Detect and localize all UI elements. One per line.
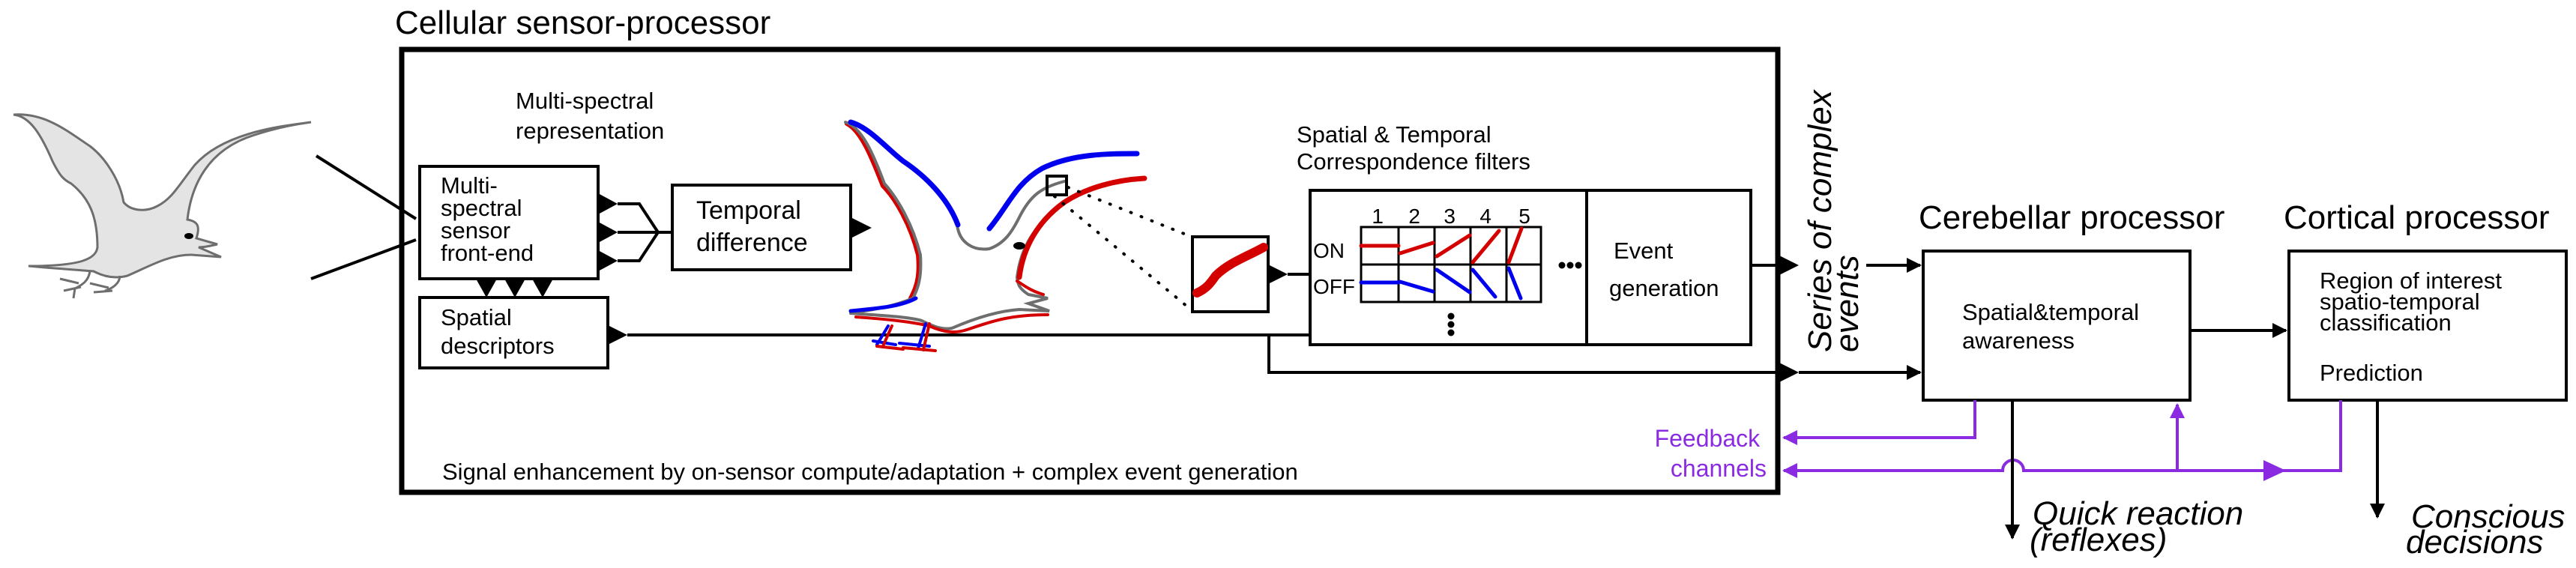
cerebellar-title: Cerebellar processor — [1919, 199, 2224, 236]
off-filter-marks — [1359, 266, 1523, 300]
spatial-bypass-line — [1267, 335, 1782, 374]
quick-reaction-label: Quick reaction (reflexes) — [2030, 495, 2252, 558]
svg-text:1 2 3 4: 1 2 3 4 5 — [1372, 205, 1530, 228]
feedback-lower-mid-arrowhead — [2263, 460, 2286, 481]
series-of-complex-events-label: Series of complex events — [1802, 81, 1865, 352]
svg-text:Multi- spectral se: Multi- spectral sensor front-end — [441, 172, 534, 266]
cerebellar-processor-box: Spatial&temporal awareness — [1922, 250, 2192, 402]
filter-col-label: 4 — [1479, 205, 1491, 228]
zoom-region-marker — [1046, 175, 1068, 196]
filter-row-label-on: ON — [1313, 239, 1345, 262]
spatial-descriptors-box: Spatial descriptors — [418, 296, 627, 369]
filter-grid: 1 2 3 4 5 ON OFF — [1313, 205, 1582, 336]
edge-map-bird-icon — [844, 119, 1147, 352]
svg-text:ON OFF: ON OFF — [1313, 239, 1355, 298]
filter-col-label: 2 — [1408, 205, 1420, 228]
correspondence-filters-box — [1309, 189, 1752, 346]
feedback-upper-arrow — [1782, 400, 1976, 445]
svg-text:Region of interest spati: Region of interest spatio-temporal class… — [2320, 268, 2509, 386]
filter-row-label-off: OFF — [1313, 275, 1355, 298]
svg-text:Event generation: Event generation — [1609, 238, 1719, 301]
svg-text:Temporal difference: Temporal difference — [696, 196, 808, 257]
zoom-guide-lines — [1053, 186, 1193, 312]
feedback-lower-arrow — [1782, 400, 2342, 478]
cellular-title: Cellular sensor-processor — [395, 4, 770, 41]
sensor-front-end-box: Multi- spectral sensor front-end — [418, 165, 600, 280]
filter-ellipsis-vertical — [1447, 312, 1455, 336]
sensor-to-spatial-ports — [476, 279, 553, 297]
view-line-bottom — [310, 238, 417, 280]
bird-icon — [13, 113, 312, 299]
spatial-out-arrow — [1778, 362, 1799, 383]
event-generation-box: Event generation — [1609, 238, 1719, 301]
filters-title: Spatial & Temporal Correspondence filter… — [1297, 121, 1530, 175]
svg-text:Spatial descriptors: Spatial descriptors — [441, 304, 555, 359]
cortical-title: Cortical processor — [2284, 199, 2550, 236]
temporal-difference-box: Temporal difference — [671, 184, 872, 271]
filter-col-label: 3 — [1444, 205, 1456, 228]
cortical-processor-box: Region of interest spatio-temporal class… — [2287, 250, 2568, 402]
multispectral-rep-label: Multi-spectral representation — [516, 88, 664, 144]
filter-col-label: 5 — [1518, 205, 1530, 228]
on-filter-marks — [1359, 226, 1524, 265]
filter-col-label: 1 — [1372, 205, 1384, 228]
filter-ellipsis-horizontal — [1558, 262, 1582, 269]
conscious-decisions-label: Conscious decisions — [2406, 498, 2575, 561]
svg-text:Spatial&temporal awarene: Spatial&temporal awareness — [1962, 299, 2146, 354]
zoomed-edge-patch — [1191, 235, 1310, 313]
feedback-channels-label: Feedback channels — [1655, 425, 1767, 482]
cellular-footer-text: Signal enhancement by on-sensor compute/… — [442, 459, 1298, 485]
sensor-output-ports — [598, 193, 672, 271]
event-out-arrow — [1778, 255, 1799, 276]
